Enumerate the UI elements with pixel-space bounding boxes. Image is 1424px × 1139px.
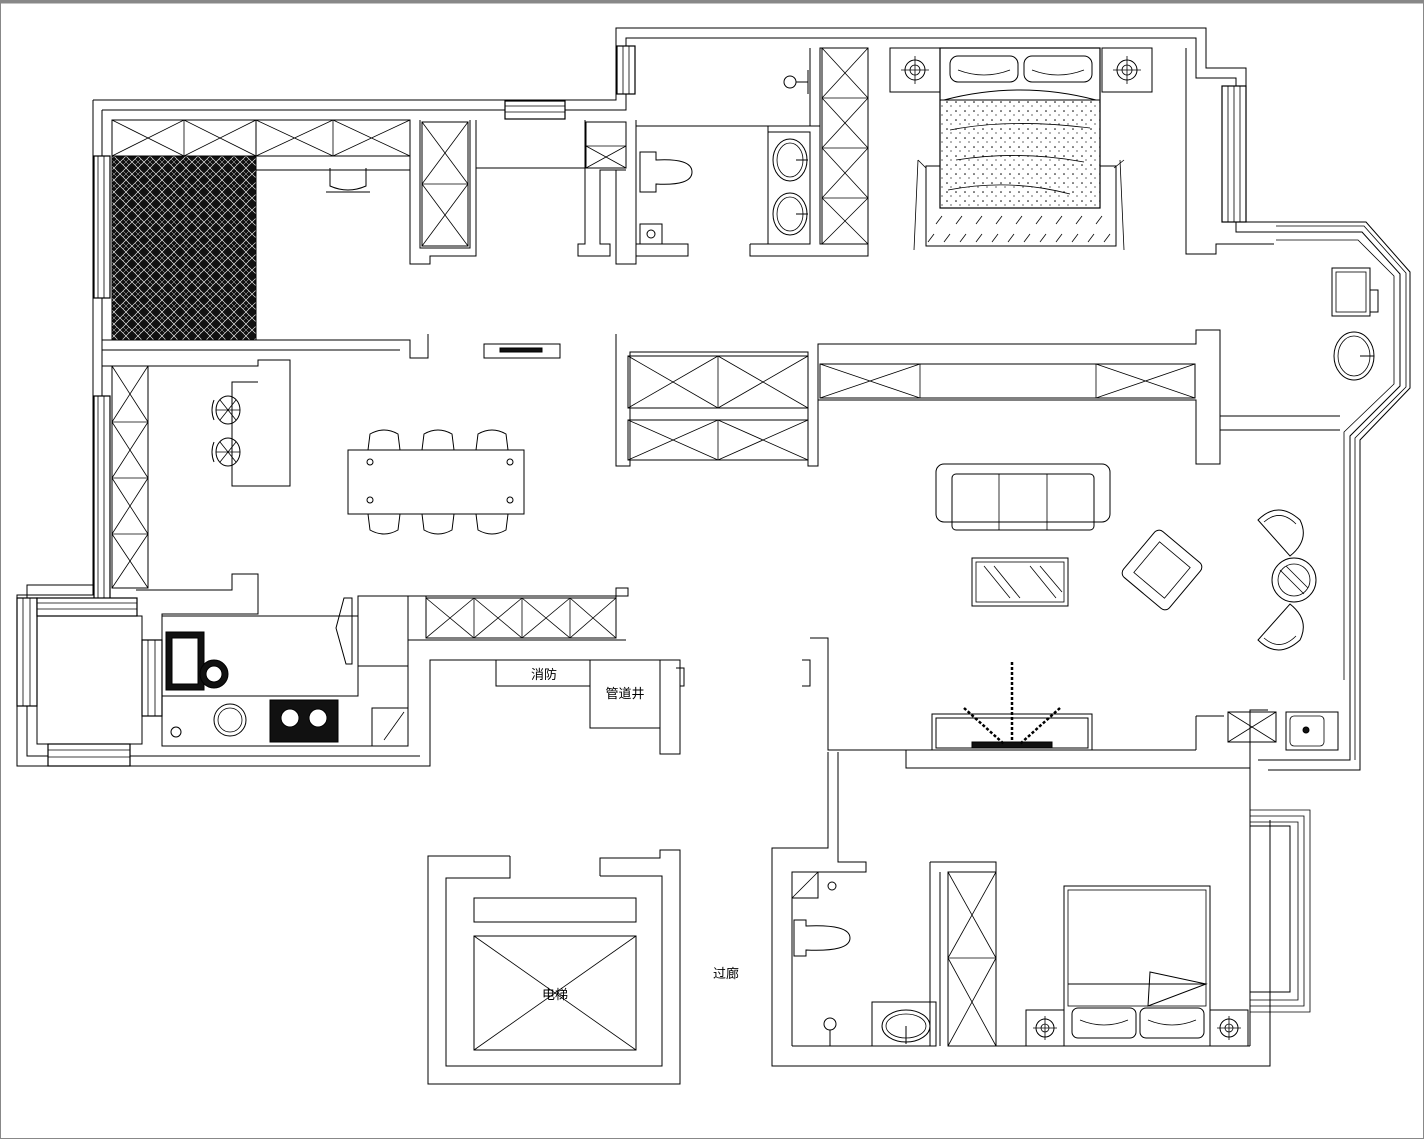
lower-bathroom-fixtures	[791, 871, 937, 1047]
corridor-bench	[483, 343, 561, 359]
lounge-chairs	[1257, 509, 1317, 651]
shoe-cabinet	[1227, 711, 1277, 743]
cabinet-kitchen-upper	[425, 597, 617, 639]
pipe-shaft-label: 管道井	[605, 687, 644, 702]
elevator-label: 电梯	[542, 988, 568, 1003]
sofa	[935, 463, 1111, 531]
cabinet-corridor	[627, 355, 1196, 461]
bar-stools	[211, 395, 241, 467]
interior-walls	[102, 47, 1340, 1067]
coffee-table	[971, 557, 1069, 607]
kitchen-fixtures	[161, 595, 409, 747]
armchair	[1121, 529, 1203, 611]
desk-chair	[326, 168, 370, 193]
wardrobe-top	[111, 119, 411, 157]
dining-table	[347, 429, 525, 535]
exterior-walls	[16, 27, 1411, 771]
fire-hose-label: 消防	[531, 667, 557, 683]
wardrobe-master	[821, 47, 869, 245]
corridor-label: 过廊	[713, 966, 739, 982]
balcony-fixtures	[1285, 267, 1379, 751]
wardrobe-study	[421, 121, 627, 247]
master-bathroom-fixtures	[639, 70, 811, 245]
tv-cabinet	[931, 662, 1093, 751]
wardrobe-lower-bedroom	[947, 871, 997, 1047]
cabinet-dining-left	[111, 365, 149, 589]
second-bed	[1025, 885, 1249, 1047]
patterned-rug	[111, 155, 257, 341]
elevator-core	[427, 849, 681, 1085]
master-bed	[889, 47, 1153, 251]
